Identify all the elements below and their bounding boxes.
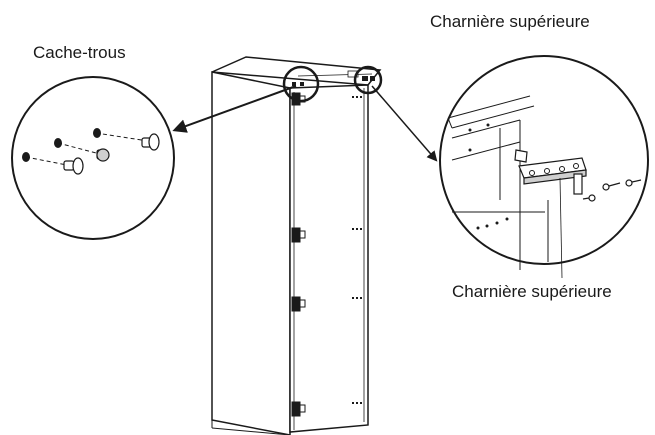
upper-hinge-label-bottom: Charnière supérieure [452,282,612,301]
door-marks [352,96,362,404]
fridge-door [289,84,369,433]
hole-caps-highlight [282,65,320,103]
upper-hinge-highlight [353,65,383,95]
upper-hinge-detail [439,55,649,279]
fridge-side-face [211,71,291,435]
hinge-bottom [291,401,301,417]
arrow-icon [172,85,297,133]
arrow-icon [371,85,438,162]
refrigerator [211,56,382,435]
fridge-top-face [211,56,382,86]
hinge-lower-middle [291,296,301,312]
hole-caps-label: Cache-trous [33,43,126,62]
hinge-upper-middle [291,227,301,243]
upper-hinge-label-top: Charnière supérieure [430,12,590,31]
hole-caps-detail [11,76,175,240]
